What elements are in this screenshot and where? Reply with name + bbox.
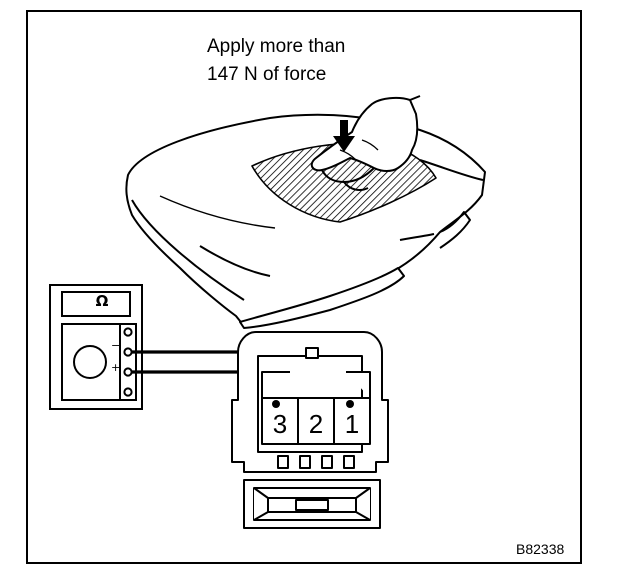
negative-terminal-label: − — [111, 339, 121, 352]
instruction-line-1: Apply more than — [207, 36, 346, 57]
connector-pin-1: 1 — [344, 409, 360, 439]
figure-id: B82338 — [516, 541, 565, 557]
seat-connector — [231, 331, 389, 529]
instruction-line-2: 147 N of force — [207, 64, 327, 85]
ohmmeter — [49, 284, 143, 410]
connector-pin-2: 2 — [308, 409, 324, 439]
positive-terminal-label: + — [111, 361, 121, 374]
force-arrow — [333, 120, 355, 152]
seat-cushion — [125, 113, 486, 329]
connector-pin-3: 3 — [272, 409, 288, 439]
probe-tips — [272, 400, 354, 408]
ohm-display-symbol: Ω — [95, 292, 109, 310]
hand-illustration — [310, 95, 421, 191]
